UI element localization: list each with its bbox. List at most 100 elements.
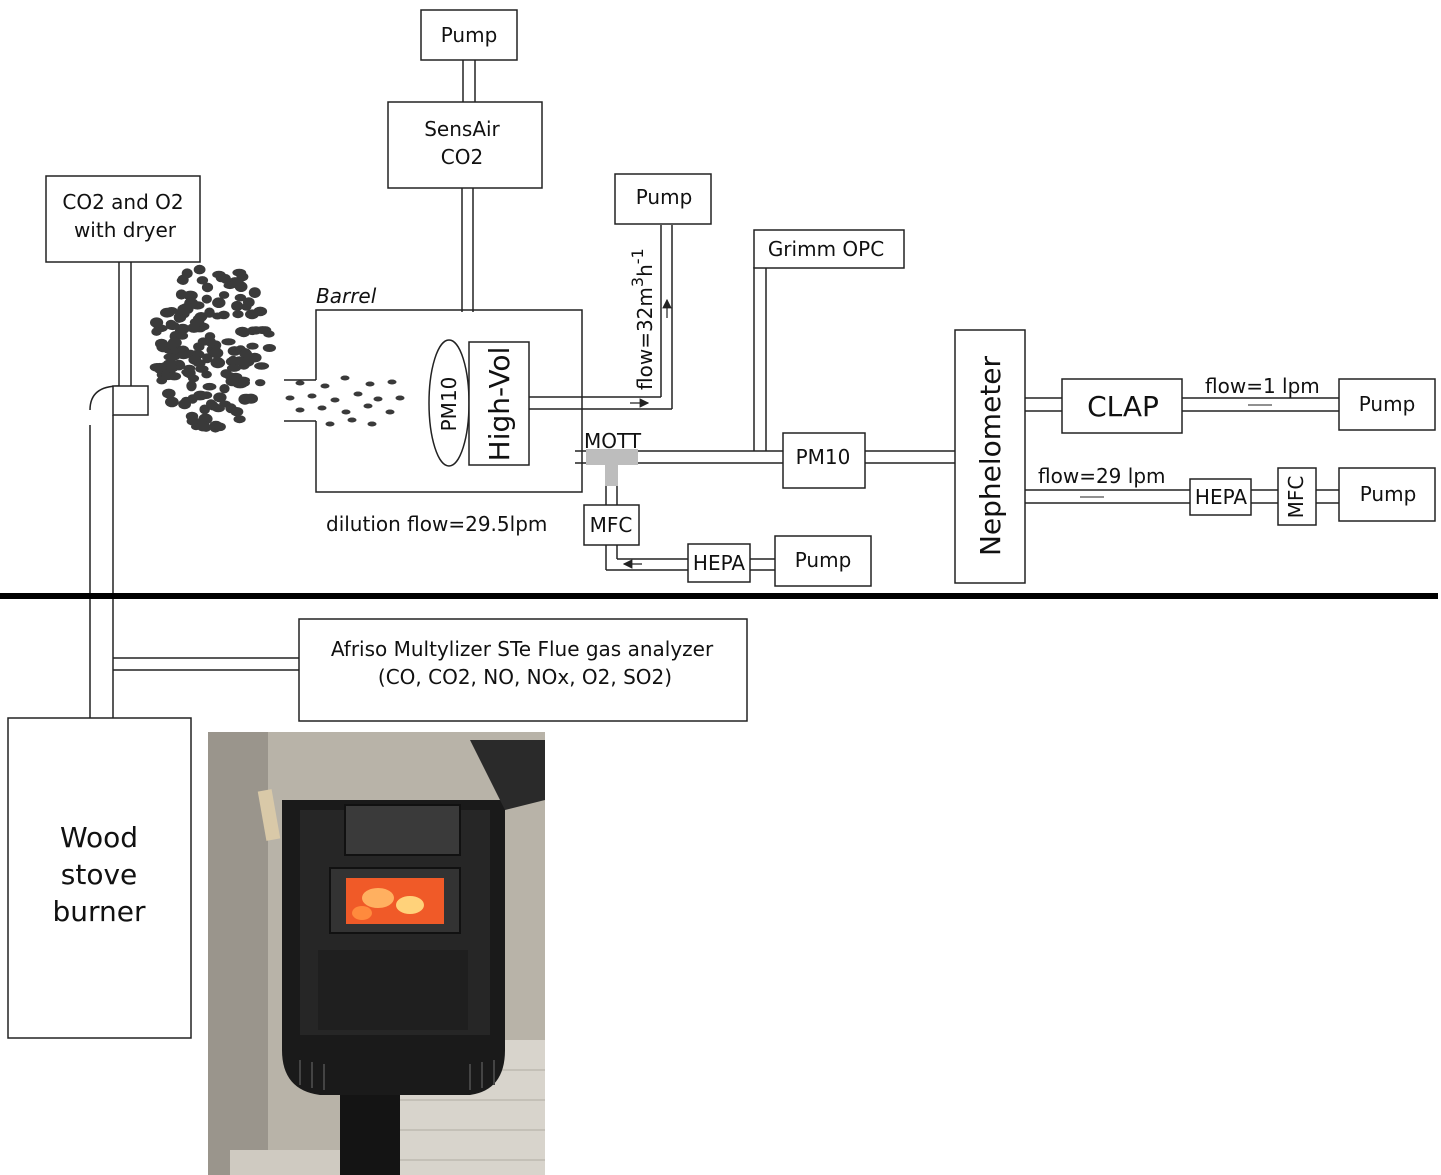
flow-1-label: flow=1 lpm — [1205, 374, 1320, 398]
nephelometer: Nephelometer — [955, 330, 1025, 583]
wood-stove-photo — [208, 732, 545, 1175]
hepa-dilution-label: HEPA — [693, 551, 745, 575]
smoke-particle — [244, 394, 258, 404]
smoke-particle — [156, 377, 167, 385]
particle-dot — [296, 408, 305, 413]
smoke-particle — [190, 318, 205, 327]
smoke-particle — [239, 349, 252, 357]
sensair-label-line2: CO2 — [441, 145, 483, 169]
smoke-particle — [164, 353, 177, 360]
smoke-particle — [246, 343, 258, 350]
clap-label: CLAP — [1087, 390, 1159, 423]
smoke-particle — [160, 308, 175, 318]
smoke-particle — [165, 397, 179, 408]
flow-29-label: flow=29 lpm — [1038, 464, 1166, 488]
dilution-flow-label: dilution flow=29.5lpm — [326, 512, 547, 536]
smoke-particle — [263, 330, 274, 337]
wood-stove-burner: Wood stove burner — [8, 718, 191, 1038]
smoke-particle — [226, 376, 239, 386]
particle-dots-icon — [286, 376, 405, 427]
particle-dot — [368, 422, 377, 427]
pump-clap: Pump — [1339, 379, 1435, 430]
pump-top: Pump — [421, 10, 517, 60]
afriso-analyzer: Afriso Multylizer STe Flue gas analyzer … — [299, 619, 747, 721]
particle-dot — [321, 384, 330, 389]
grimm-opc: Grimm OPC — [754, 230, 904, 268]
smoke-particle — [236, 272, 248, 281]
smoke-particle — [212, 297, 225, 308]
pump-clap-label: Pump — [1359, 392, 1416, 416]
smoke-particle — [188, 355, 201, 365]
smoke-particle — [155, 339, 168, 349]
svg-text:flow=32m3h-1: flow=32m3h-1 — [628, 248, 657, 390]
pump-top-label: Pump — [441, 23, 498, 47]
smoke-particles-icon — [150, 265, 276, 433]
particle-dot — [318, 406, 327, 411]
smoke-particle — [187, 394, 197, 403]
flow-32-label: flow=32m3h-1 — [628, 248, 657, 390]
pump-right: Pump — [1339, 468, 1435, 521]
pump-right-label: Pump — [1360, 482, 1417, 506]
smoke-particle — [231, 407, 244, 416]
flow-32-sup1: 3 — [628, 277, 647, 287]
grimm-label: Grimm OPC — [768, 237, 884, 261]
smoke-particle — [162, 389, 176, 399]
nephelometer-label: Nephelometer — [974, 355, 1007, 556]
smoke-particle — [231, 301, 243, 311]
smoke-particle — [201, 371, 212, 379]
smoke-particle — [168, 338, 182, 348]
smoke-particle — [218, 311, 230, 320]
smoke-particle — [166, 322, 180, 330]
smoke-particle — [232, 310, 243, 318]
pump-dilution-label: Pump — [795, 548, 852, 572]
pm10-oval-label: PM10 — [437, 377, 461, 432]
smoke-particle — [186, 412, 198, 421]
particle-dot — [396, 396, 405, 401]
smoke-particle — [197, 421, 210, 432]
smoke-particle — [214, 423, 226, 432]
particle-dot — [308, 394, 317, 399]
hepa-dilution: HEPA — [688, 544, 750, 582]
particle-dot — [296, 381, 305, 386]
sensair-label-line1: SensAir — [424, 117, 500, 141]
smoke-particle — [207, 401, 217, 408]
mfc-dilution-label: MFC — [590, 513, 633, 537]
smoke-particle — [254, 362, 269, 369]
smoke-particle — [176, 289, 187, 299]
smoke-particle — [202, 295, 212, 304]
smoke-particle — [205, 337, 216, 346]
mfc-dilution: MFC — [584, 505, 639, 545]
particle-dot — [348, 418, 357, 423]
flow-32-sup2: -1 — [628, 248, 647, 264]
mfc-right-label: MFC — [1284, 476, 1308, 519]
afriso-label-line1: Afriso Multylizer STe Flue gas analyzer — [331, 637, 714, 661]
mott-tee — [586, 449, 638, 486]
smoke-particle — [167, 363, 177, 373]
pm10-oval: PM10 — [429, 340, 469, 466]
smoke-particle — [193, 342, 204, 351]
particle-dot — [386, 410, 395, 415]
particle-dot — [342, 410, 351, 415]
smoke-particle — [191, 301, 205, 309]
stove-label-line2: stove — [61, 858, 138, 891]
pump-dilution: Pump — [775, 536, 871, 586]
smoke-particle — [204, 308, 215, 318]
smoke-particle — [235, 327, 249, 337]
hepa-right: HEPA — [1190, 479, 1251, 515]
hepa-right-label: HEPA — [1195, 485, 1247, 509]
co2o2-label-line1: CO2 and O2 — [62, 190, 183, 214]
clap: CLAP — [1062, 379, 1182, 433]
smoke-particle — [219, 384, 229, 393]
smoke-particle — [182, 268, 193, 278]
particle-dot — [326, 422, 335, 427]
high-vol-label: High-Vol — [483, 347, 516, 462]
smoke-particle — [181, 369, 194, 376]
stove-label-line1: Wood — [60, 821, 138, 854]
smoke-particle — [263, 344, 276, 352]
particle-dot — [366, 382, 375, 387]
particle-dot — [341, 376, 350, 381]
smoke-particle — [203, 383, 217, 391]
smoke-particle — [186, 381, 196, 392]
flow-32-mid: h — [633, 264, 657, 277]
co2o2-label-line2: with dryer — [74, 218, 177, 242]
